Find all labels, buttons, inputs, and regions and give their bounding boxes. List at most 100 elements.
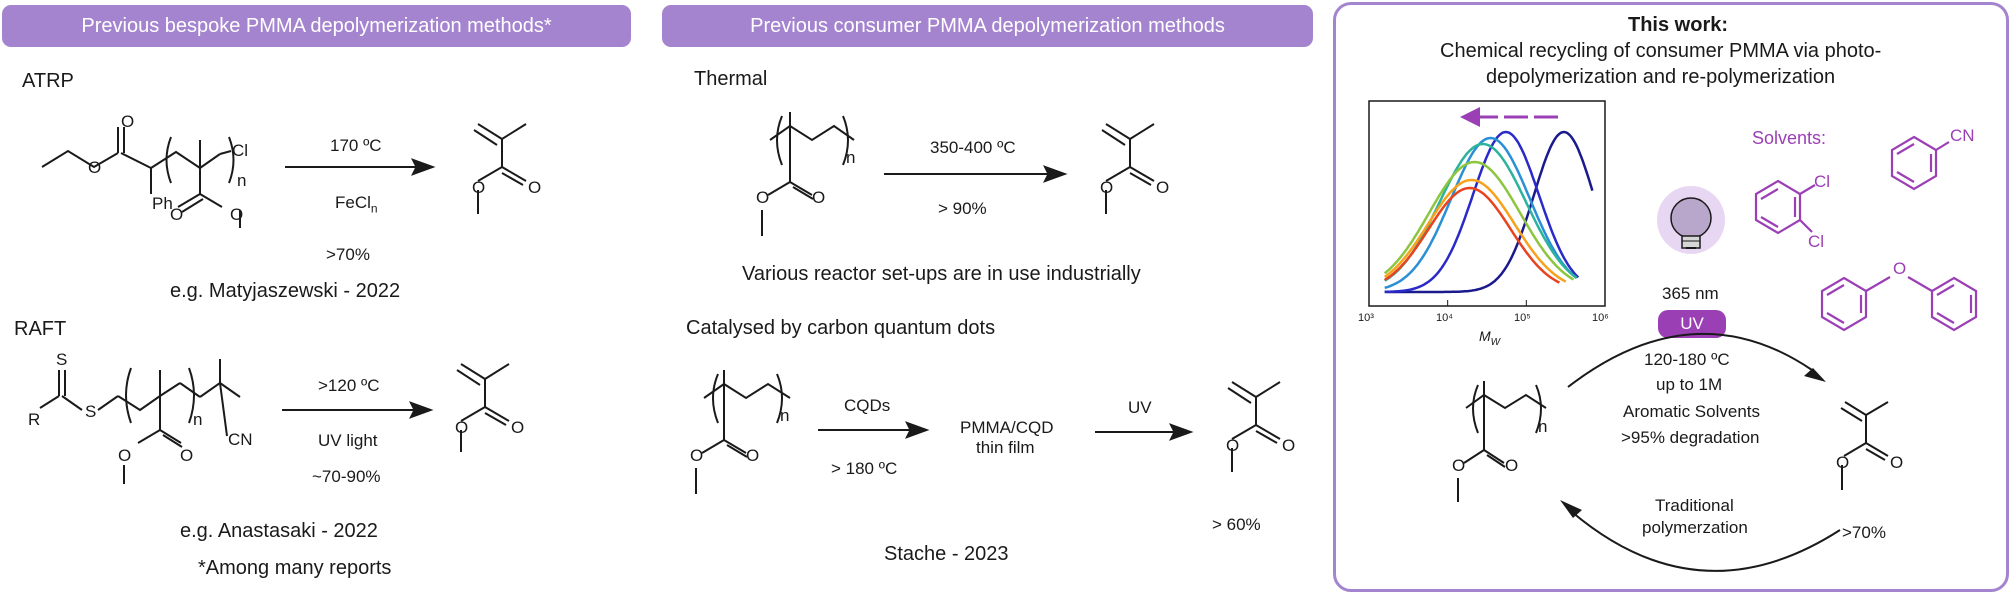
traditional-2: polymerzation — [1642, 518, 1748, 537]
chart-xtick-3: 10⁵ — [1514, 312, 1531, 324]
thermal-temp: 350-400 ºC — [930, 138, 1016, 157]
this-work-yield: >70% — [1842, 523, 1886, 542]
cqd-n: n — [780, 406, 790, 425]
cqd-mma-o1: O — [1282, 436, 1296, 455]
atrp-label: ATRP — [22, 70, 74, 92]
chart-xtick-2: 10⁴ — [1436, 312, 1453, 324]
raft-condition: UV light — [318, 431, 378, 450]
solvents-label: Solvents: — [1752, 128, 1827, 148]
solvent-cl-1: Cl — [1814, 172, 1831, 191]
atrp-n: n — [237, 171, 247, 190]
raft-n: n — [193, 410, 203, 429]
atrp-o4: O — [230, 205, 244, 224]
atrp-temp: 170 ºC — [330, 136, 382, 155]
thermal-o2: O — [756, 188, 770, 207]
gpc-series-3 — [1384, 136, 1578, 290]
atrp-cl: Cl — [232, 141, 249, 160]
thermal-mma-o2: O — [1100, 178, 1114, 197]
thermal-mma-o1: O — [1156, 178, 1170, 197]
atrp-o3: O — [170, 205, 184, 224]
raft-mma-o1: O — [511, 418, 525, 437]
cqd-yield: > 60% — [1212, 515, 1261, 534]
solvent-o: O — [1893, 259, 1907, 278]
cond-temp: 120-180 ºC — [1644, 350, 1730, 369]
mw-decrease-arrow — [1460, 107, 1562, 127]
atrp-o1: O — [121, 112, 135, 131]
thermal-yield: > 90% — [938, 199, 987, 218]
tw-mma-o2: O — [1836, 453, 1850, 472]
cqd-o1: O — [746, 446, 760, 465]
raft-o2: O — [118, 446, 132, 465]
cqd-mma-o2: O — [1226, 436, 1240, 455]
gpc-series-5 — [1383, 160, 1575, 281]
cqd-intermediate-1: PMMA/CQD — [960, 418, 1054, 437]
tw-n: n — [1538, 417, 1548, 436]
chart-xtick-1: 10³ — [1358, 312, 1374, 324]
raft-label: RAFT — [14, 318, 67, 340]
raft-r: R — [28, 410, 41, 429]
cond-conc: up to 1M — [1656, 375, 1723, 394]
this-work-title: This work: — [1628, 14, 1729, 36]
atrp-ph: Ph — [152, 194, 173, 213]
atrp-yield: >70% — [326, 245, 370, 264]
solvent-cn: CN — [1950, 126, 1975, 145]
cqd-reagent: CQDs — [844, 396, 891, 415]
this-work-subtitle-1: Chemical recycling of consumer PMMA via … — [1440, 40, 1882, 62]
atrp-catalyst: FeCln — [335, 193, 378, 216]
raft-yield: ~70-90% — [312, 467, 381, 486]
atrp-reference: e.g. Matyjaszewski - 2022 — [170, 280, 401, 302]
chart-xlabel: MW — [1479, 328, 1501, 348]
raft-mma-o2: O — [455, 418, 469, 437]
this-work-panel — [1333, 2, 2009, 592]
gpc-series-6 — [1383, 178, 1567, 283]
thermal-o1: O — [812, 188, 826, 207]
gpc-series-2 — [1384, 130, 1580, 294]
thermal-note: Various reactor set-ups are in use indus… — [742, 263, 1141, 285]
cond-degradation: >95% degradation — [1621, 428, 1760, 447]
bespoke-header: Previous bespoke PMMA depolymerization m… — [2, 5, 631, 47]
cond-solvent: Aromatic Solvents — [1623, 402, 1760, 421]
raft-temp: >120 ºC — [318, 376, 380, 395]
tw-o2: O — [1452, 456, 1466, 475]
traditional-1: Traditional — [1655, 496, 1734, 515]
cqd-intermediate-2: thin film — [976, 438, 1035, 457]
tw-o1: O — [1505, 456, 1519, 475]
raft-s-thione: S — [56, 350, 68, 369]
atrp-o2: O — [88, 158, 102, 177]
mma-o-ester: O — [472, 178, 486, 197]
tw-mma-o1: O — [1890, 453, 1904, 472]
thermal-label: Thermal — [694, 68, 768, 90]
cqd-label: Catalysed by carbon quantum dots — [686, 317, 996, 339]
consumer-header: Previous consumer PMMA depolymerization … — [662, 5, 1313, 47]
thermal-n: n — [846, 148, 856, 167]
footnote: *Among many reports — [198, 557, 392, 579]
solvent-cl-2: Cl — [1808, 232, 1825, 251]
cqd-uv: UV — [1128, 398, 1152, 417]
raft-o1: O — [180, 446, 194, 465]
raft-reference: e.g. Anastasaki - 2022 — [180, 520, 378, 542]
gpc-series-7 — [1384, 186, 1560, 284]
raft-s: S — [85, 402, 97, 421]
wavelength: 365 nm — [1662, 284, 1719, 303]
raft-cn: CN — [228, 430, 253, 449]
cqd-temp: > 180 ºC — [831, 459, 898, 478]
